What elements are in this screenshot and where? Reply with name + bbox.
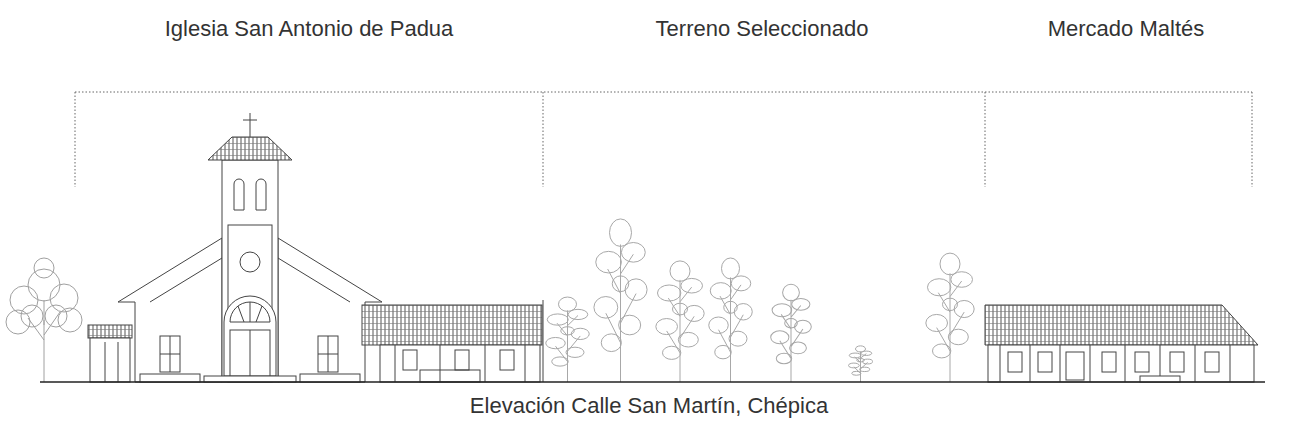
zone-label: Iglesia San Antonio de Padua [165, 16, 454, 42]
market-elevation [985, 305, 1258, 382]
zone-label: Terreno Seleccionado [656, 16, 869, 42]
elevation-caption: Elevación Calle San Martín, Chépica [470, 393, 828, 419]
zone-label: Mercado Maltés [1048, 16, 1205, 42]
church-annex [362, 300, 543, 382]
left-tree [6, 258, 82, 382]
ground-line [40, 381, 1265, 383]
lot-trees [546, 219, 974, 382]
church-elevation [88, 113, 382, 382]
